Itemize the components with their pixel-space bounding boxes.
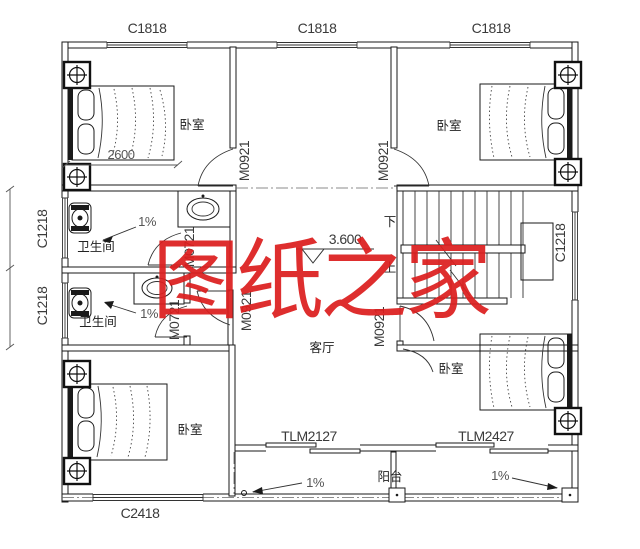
door-label: M0921	[236, 140, 252, 181]
sink-icon-lower	[133, 272, 185, 305]
window-left-lower	[61, 282, 69, 339]
toilet-icon-upper	[68, 202, 92, 234]
slope-value: 1%	[306, 475, 325, 490]
window-label: C2418	[121, 505, 160, 521]
room-label-living: 客厅	[309, 340, 334, 355]
window-top-left	[106, 41, 188, 49]
column-marker-icon	[62, 456, 92, 486]
slope-value: 1%	[138, 214, 157, 229]
stair-handrail	[400, 244, 526, 254]
left-dimension-chain	[5, 185, 15, 351]
dim-value: 2600	[108, 147, 135, 162]
door-label: M0721	[181, 226, 197, 267]
window-left-upper	[61, 197, 69, 259]
door-label: M0921	[238, 290, 254, 331]
room-label-bedroom-bl: 卧室	[177, 422, 202, 437]
level-triangle-icon	[300, 248, 326, 264]
balcony-rail-posts	[388, 487, 579, 503]
column-marker-icon	[62, 359, 92, 389]
bed-icon-top-right	[479, 83, 573, 161]
staircase: 下 上	[384, 191, 554, 298]
toilet-icon-lower	[68, 287, 92, 319]
window-right-stair	[571, 211, 579, 301]
window-label: C1218	[34, 209, 50, 248]
level-value: 3.600	[329, 231, 362, 247]
window-label: C1818	[298, 20, 337, 36]
room-label-balcony: 阳台	[377, 469, 402, 484]
room-label-bathroom-upper: 卫生间	[77, 239, 115, 254]
interior-walls	[61, 46, 579, 498]
watermark-text: 图纸之家	[152, 229, 489, 332]
window-top-right	[449, 41, 531, 49]
window-top-middle	[276, 41, 358, 49]
sliding-door-balcony-left	[265, 442, 361, 454]
stair-up-label: 上	[384, 260, 397, 275]
window-label: C1818	[472, 20, 511, 36]
door-label: M0921	[371, 306, 387, 347]
window-bottom-left	[92, 493, 204, 502]
door-label: TLM2427	[458, 428, 514, 444]
bed-icon-top-left	[68, 85, 175, 161]
windows: C1818 C1818 C1818 C1218 C1218 C1218 C241…	[34, 20, 579, 521]
dimension-2600: 2600	[61, 147, 183, 169]
door-label: TLM2127	[281, 428, 337, 444]
window-label: C1818	[128, 20, 167, 36]
sink-icon-upper	[177, 190, 231, 228]
bed-icon-bottom-right	[479, 333, 573, 411]
slope-arrow-bathroom-upper: 1%	[102, 214, 157, 243]
stair-down-label: 下	[384, 214, 397, 229]
column-marker-icon	[62, 162, 92, 192]
stair-break-line	[435, 239, 471, 297]
room-labels: 卧室 卧室 卧室 卧室 卫生间 卫生间 客厅 阳台	[77, 117, 463, 484]
column-marker-icon	[553, 60, 583, 90]
door-living-passage	[196, 290, 231, 326]
room-label-bedroom-tl: 卧室	[179, 117, 204, 132]
column-marker-icon	[553, 406, 583, 436]
level-marker: 3.600	[296, 231, 374, 264]
room-label-bathroom-lower: 卫生间	[79, 314, 117, 329]
room-label-bedroom-br: 卧室	[438, 361, 463, 376]
door-bathroom-lower	[154, 305, 188, 338]
bed-icon-bottom-left	[68, 383, 168, 461]
window-label: C1218	[34, 286, 50, 325]
column-marker-icon	[553, 157, 583, 187]
stair-landing-rail	[520, 222, 554, 281]
column-markers	[62, 60, 583, 486]
room-label-bedroom-tr: 卧室	[436, 118, 461, 133]
door-label: M0921	[375, 140, 391, 181]
slope-arrow-balcony-right: 1%	[491, 468, 558, 490]
doors: M0921 M0921 M0721 M0721 M0921 M0921 TLM2…	[147, 140, 549, 454]
slope-value: 1%	[491, 468, 510, 483]
sliding-door-balcony-right	[435, 442, 549, 454]
door-bathroom-upper	[147, 232, 182, 266]
door-bedroom-top-left	[197, 148, 234, 187]
slope-arrow-balcony-left: 1%	[241, 475, 325, 496]
slope-arrow-bathroom-lower: 1%	[104, 301, 159, 321]
door-bedroom-top-right	[393, 148, 430, 187]
door-bedroom-bottom-right	[399, 305, 435, 373]
slope-value: 1%	[140, 306, 159, 321]
door-label: M0721	[166, 299, 182, 340]
column-marker-icon	[62, 60, 92, 90]
window-label: C1218	[552, 223, 568, 262]
